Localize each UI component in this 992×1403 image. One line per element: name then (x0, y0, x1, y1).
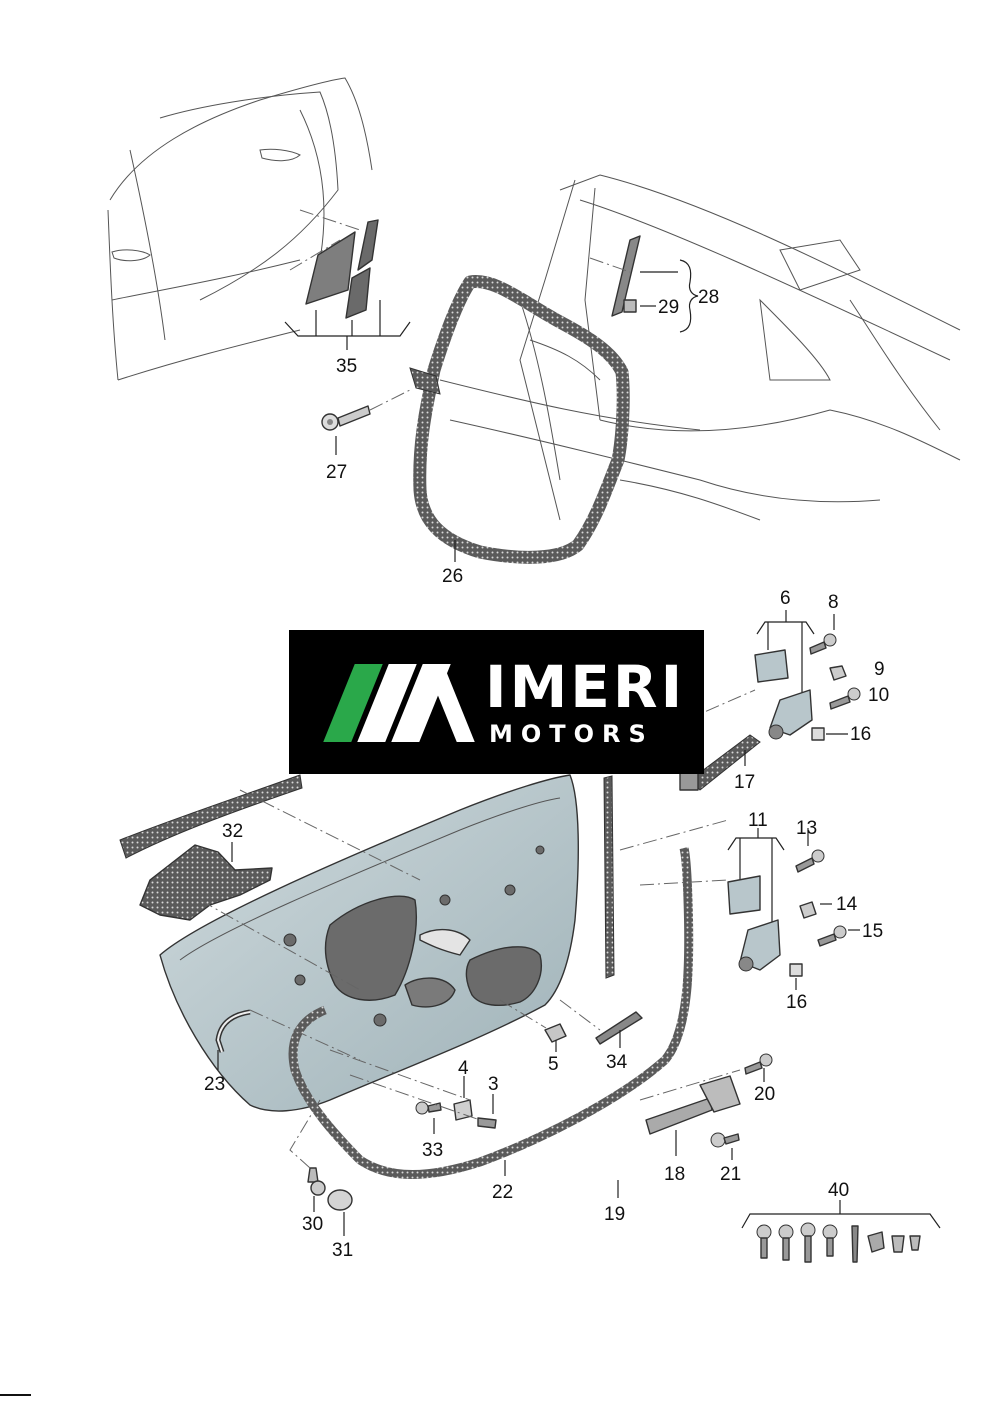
label-21: 21 (720, 1164, 741, 1185)
assembly-lines (199, 789, 741, 1169)
part-3-pin (477, 1094, 497, 1129)
label-31: 31 (332, 1240, 353, 1261)
part-23-cable (215, 1009, 251, 1070)
label-28: 28 (698, 287, 719, 308)
label-30: 30 (302, 1214, 323, 1235)
upper-hinge-assembly (639, 610, 861, 741)
part-19-rear-door-shell (159, 774, 619, 1198)
label-5: 5 (548, 1054, 559, 1075)
label-4: 4 (458, 1058, 469, 1079)
part-34-strip (595, 1011, 643, 1048)
lower-hinge-assembly (619, 819, 860, 990)
label-10: 10 (868, 685, 889, 706)
label-27: 27 (326, 462, 347, 483)
label-34: 34 (606, 1052, 628, 1073)
part-4-bolt (453, 1076, 473, 1121)
part-27-screw (321, 389, 411, 455)
label-33: 33 (422, 1140, 443, 1161)
part-33-screw (415, 1101, 442, 1134)
label-11: 11 (748, 810, 768, 831)
logo-text-motors: MOTORS (489, 720, 654, 748)
label-16-lower: 16 (786, 992, 807, 1013)
label-29: 29 (658, 297, 679, 318)
part-40-fastener-kit (741, 1200, 941, 1263)
label-23: 23 (204, 1074, 225, 1095)
label-14: 14 (836, 894, 858, 915)
vehicle-body-b-pillar-view (439, 174, 961, 521)
callout-labels: 35 27 26 29 28 6 8 9 10 16 17 32 11 13 1… (204, 287, 889, 1261)
label-32: 32 (222, 821, 243, 842)
part-31-cap (327, 1189, 353, 1236)
label-3: 3 (488, 1074, 499, 1095)
part-5-bush (544, 1023, 567, 1052)
part-18-door-check-bracket (645, 1053, 773, 1160)
part-22-door-seal (288, 846, 694, 1179)
logo-text-imeri: IMERI (485, 653, 686, 721)
car-side-rear-door-view (107, 77, 373, 381)
label-35: 35 (336, 356, 357, 377)
label-16-upper: 16 (850, 724, 871, 745)
label-8: 8 (828, 592, 839, 613)
label-9: 9 (874, 659, 885, 680)
part-17-door-check (679, 734, 761, 791)
label-26: 26 (442, 566, 463, 587)
part-26-door-seal (409, 275, 630, 564)
page-corner-rule (0, 1394, 31, 1396)
label-6: 6 (780, 588, 791, 609)
label-18: 18 (664, 1164, 685, 1185)
part-30-screw (307, 1167, 326, 1212)
label-40: 40 (828, 1180, 849, 1201)
label-20: 20 (754, 1084, 775, 1105)
imeri-motors-logo: IMERI MOTORS (289, 630, 704, 774)
label-13: 13 (796, 818, 817, 839)
window-channel-strip (119, 774, 615, 979)
label-15: 15 (862, 921, 883, 942)
label-17: 17 (734, 772, 755, 793)
part-35-film-pieces (284, 209, 411, 350)
label-19: 19 (604, 1204, 625, 1225)
label-22: 22 (492, 1182, 513, 1203)
part-28-29-wedge (589, 235, 699, 333)
part-32-door-lock (139, 842, 273, 921)
